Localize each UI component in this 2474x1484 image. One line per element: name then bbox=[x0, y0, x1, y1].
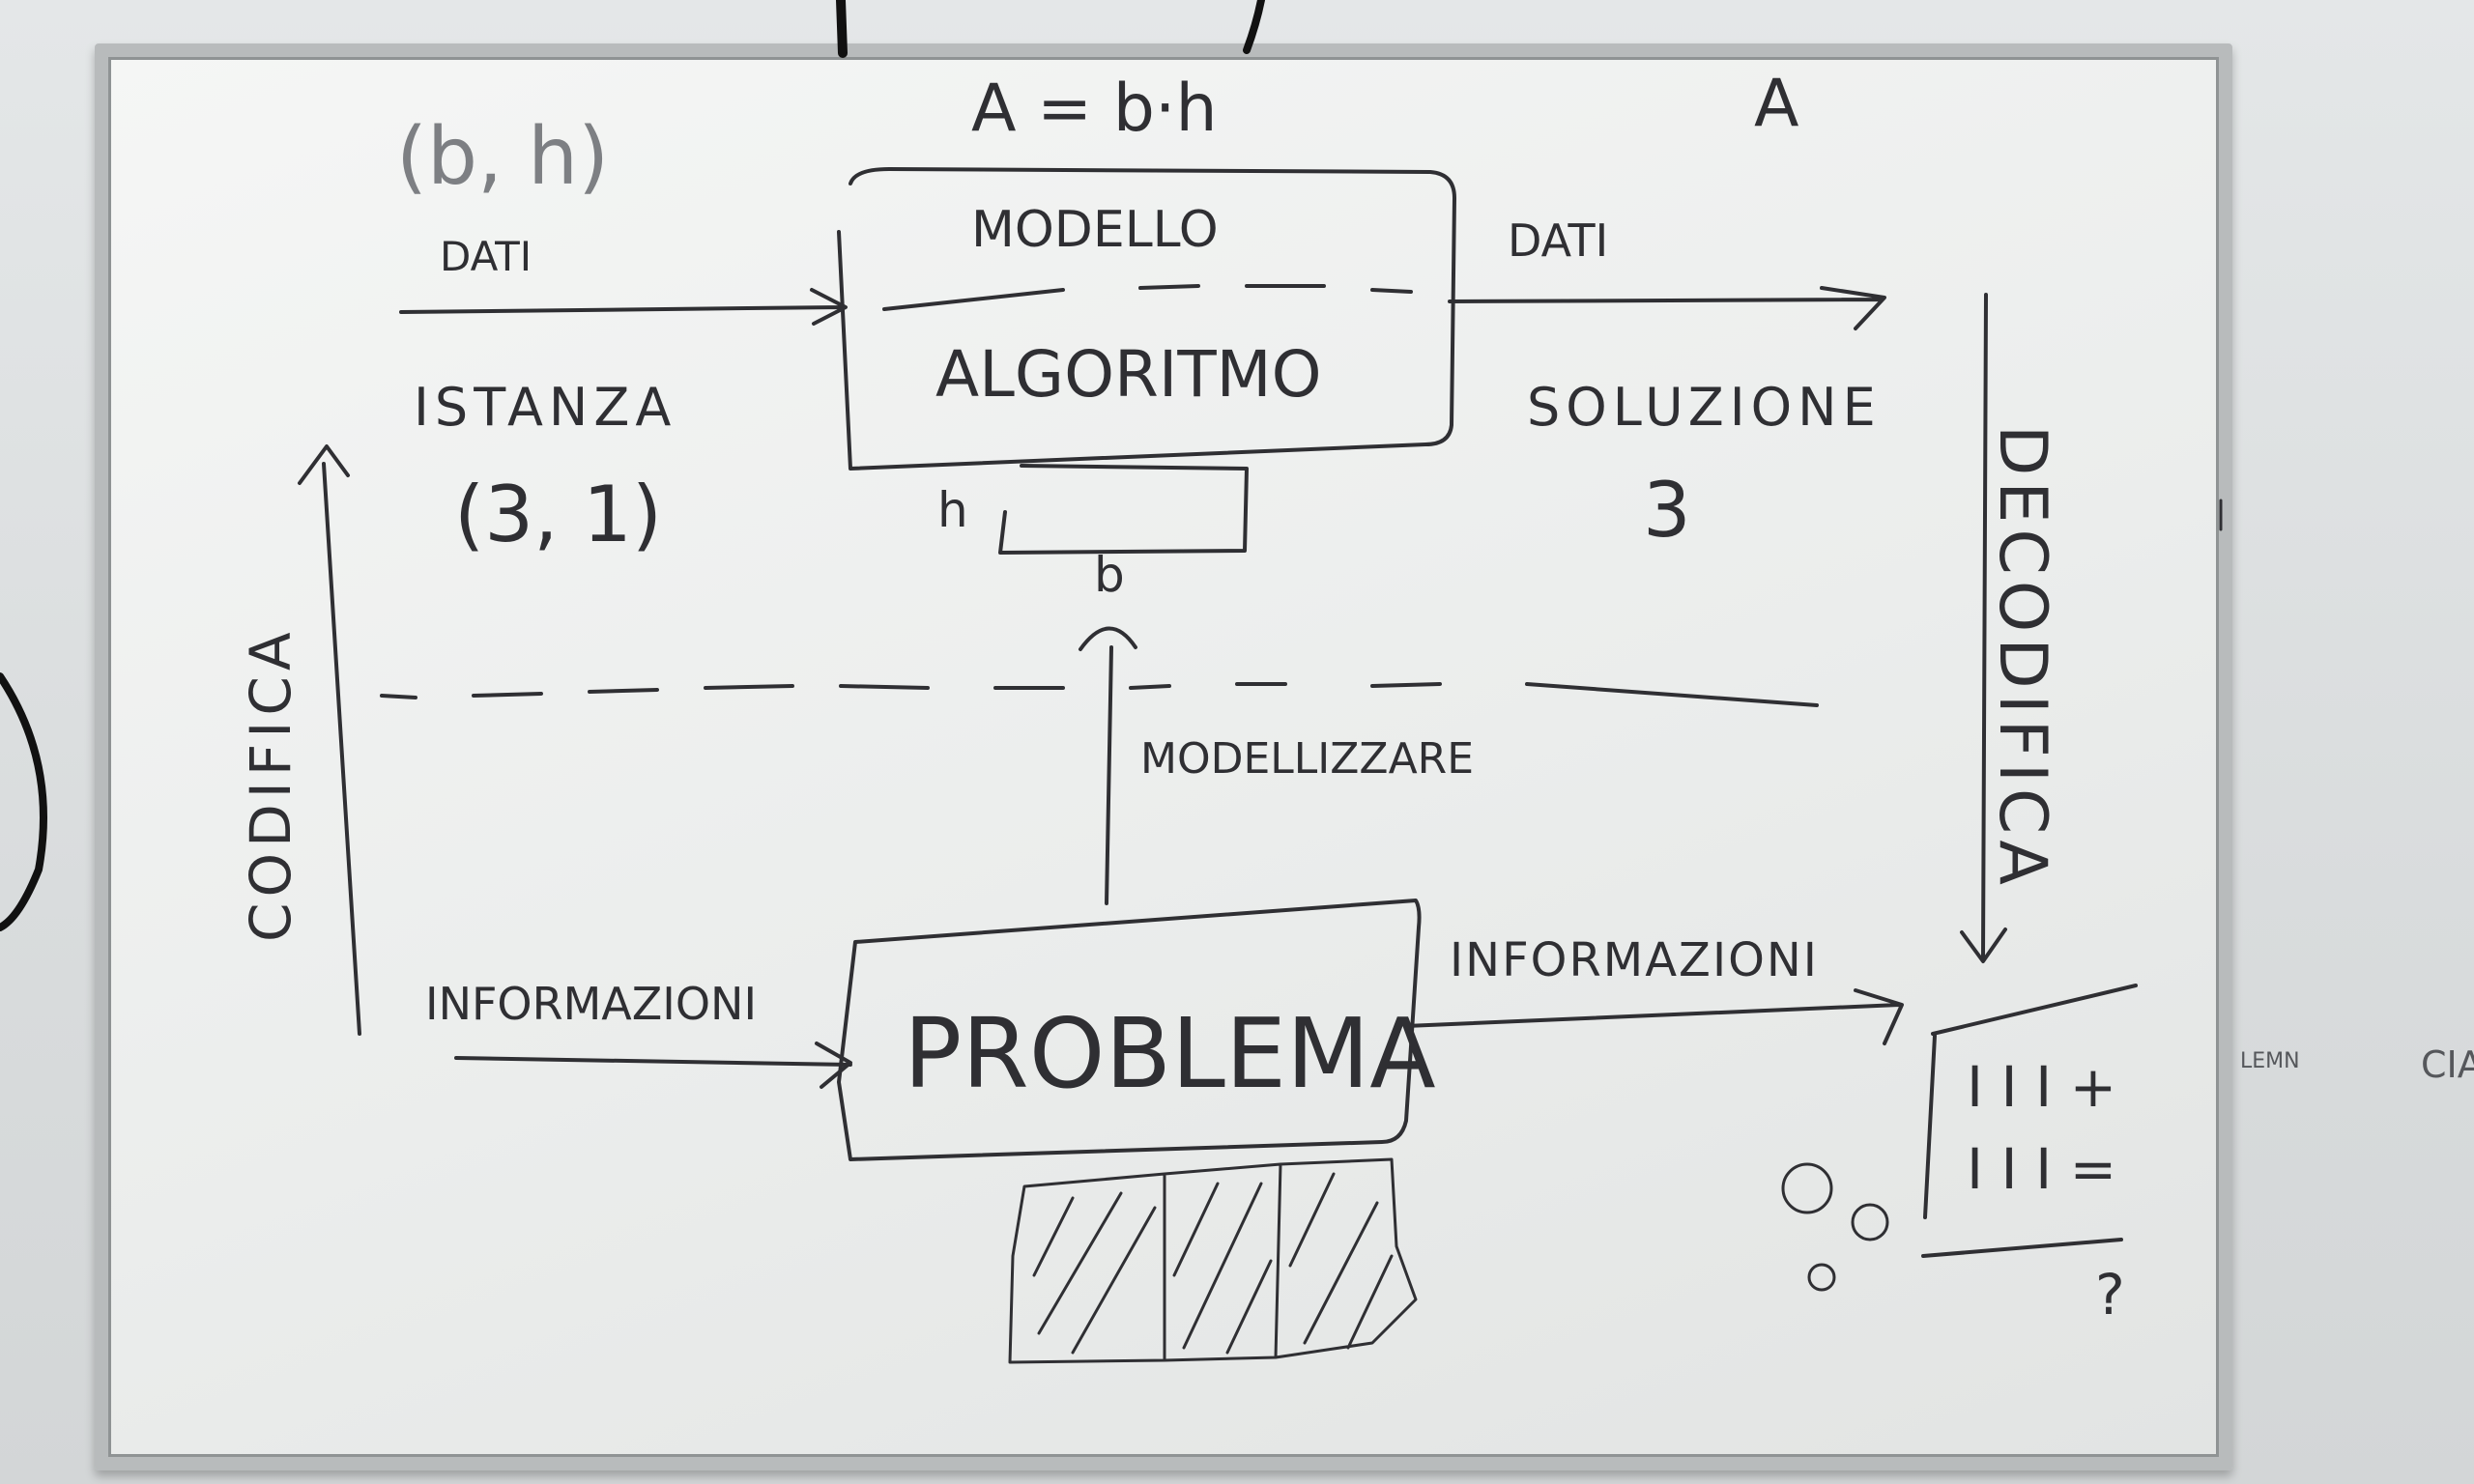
wall-note-1: LEMN bbox=[2240, 1049, 2300, 1073]
solution-value: 3 bbox=[1643, 468, 1691, 555]
coin-small-icon bbox=[1807, 1263, 1836, 1292]
info-input-arrow bbox=[454, 1042, 852, 1089]
question-mark: ? bbox=[2095, 1262, 2125, 1327]
result-symbol: A bbox=[1754, 66, 1799, 142]
modelling-label: MODELLIZZARE bbox=[1140, 734, 1474, 784]
algorithm-label: ALGORITMO bbox=[935, 337, 1322, 412]
tally-row-1: I I I + bbox=[1967, 1054, 2116, 1120]
modelling-arrow bbox=[1079, 626, 1137, 905]
info-output-arrow bbox=[1404, 988, 1904, 1045]
rect-base-label: b bbox=[1094, 547, 1125, 603]
info-output-label: INFORMAZIONI bbox=[1450, 933, 1819, 987]
instance-value: (3, 1) bbox=[454, 470, 662, 559]
encode-arrow bbox=[298, 444, 361, 1036]
abstraction-dashed-line bbox=[380, 682, 1819, 707]
model-label: MODELLO bbox=[971, 201, 1219, 259]
instance-label: ISTANZA bbox=[414, 377, 676, 438]
hatched-blocks bbox=[1008, 1157, 1418, 1364]
info-input-label: INFORMAZIONI bbox=[425, 978, 757, 1030]
solution-label: SOLUZIONE bbox=[1527, 377, 1882, 438]
problem-label: PROBLEMA bbox=[904, 997, 1436, 1110]
algorithm-box bbox=[837, 167, 1456, 471]
globe-icon bbox=[1781, 1162, 1833, 1214]
whiteboard bbox=[95, 43, 2232, 1470]
calculator-frame bbox=[1921, 984, 2138, 1258]
rectangle-bh bbox=[998, 464, 1249, 555]
cable-left bbox=[0, 672, 47, 931]
cable-top-mid bbox=[1243, 0, 1265, 54]
decode-label: DECODIFICA bbox=[1984, 425, 2060, 891]
problem-box bbox=[837, 899, 1422, 1161]
formula: A = b·h bbox=[971, 71, 1218, 147]
decode-arrow bbox=[1960, 293, 2007, 963]
data-output-label: DATI bbox=[1508, 214, 1608, 267]
data-input-arrow bbox=[399, 288, 848, 326]
wall-note-2: CIA bbox=[2421, 1043, 2474, 1086]
data-output-arrow bbox=[1448, 286, 1886, 330]
tally-row-2: I I I = bbox=[1967, 1136, 2116, 1202]
rect-height-label: h bbox=[937, 482, 968, 538]
pair-symbol: (b, h) bbox=[396, 111, 609, 203]
cable-top-left bbox=[836, 0, 848, 58]
model-divider-line bbox=[882, 284, 1413, 311]
coin-icon bbox=[1851, 1203, 1889, 1241]
data-input-label: DATI bbox=[440, 233, 532, 280]
encode-label: CODIFICA bbox=[238, 626, 303, 942]
